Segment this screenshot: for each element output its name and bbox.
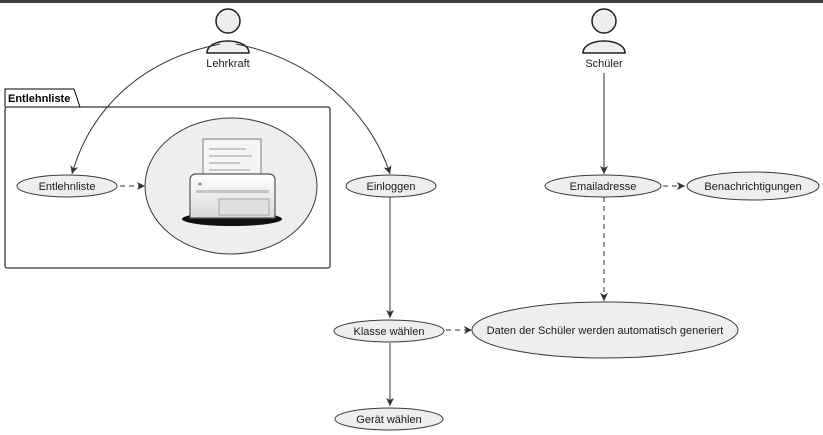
use-case-email[interactable]: Emailadresse: [544, 174, 662, 198]
package-frame: [4, 106, 331, 269]
use-case-notifications[interactable]: Benachrichtigungen: [686, 171, 820, 201]
use-case-email-label: Emailadresse: [570, 181, 637, 193]
edge-teacher-to-login: [235, 43, 392, 175]
actor-teacher[interactable]: Lehrkraft: [206, 8, 250, 70]
use-case-login-label: Einloggen: [367, 181, 416, 193]
actor-teacher-label: Lehrkraft: [206, 58, 249, 70]
use-case-choose-class-label: Klasse wählen: [354, 326, 425, 338]
package-title: Entlehnliste: [8, 93, 70, 105]
package-tab: [4, 88, 81, 108]
user-icon: [582, 8, 626, 54]
use-case-lending-list[interactable]: Entlehnliste: [16, 174, 118, 198]
user-icon: [206, 8, 250, 54]
actor-student-label: Schüler: [585, 58, 623, 70]
use-case-choose-class[interactable]: Klasse wählen: [333, 319, 445, 343]
use-case-choose-device[interactable]: Gerät wählen: [334, 407, 444, 431]
use-case-auto-data[interactable]: Daten der Schüler werden automatisch gen…: [471, 301, 739, 359]
use-case-choose-device-label: Gerät wählen: [356, 414, 421, 426]
use-case-lending-list-label: Entlehnliste: [39, 181, 96, 193]
use-case-auto-data-label: Daten der Schüler werden automatisch gen…: [487, 325, 724, 337]
actor-student[interactable]: Schüler: [582, 8, 626, 70]
use-case-notifications-label: Benachrichtigungen: [704, 181, 801, 193]
use-case-printer[interactable]: [144, 117, 318, 255]
printer-icon: [182, 138, 282, 226]
edge-teacher-to-lending-list: [70, 43, 221, 175]
window-top-border: [0, 0, 823, 3]
use-case-login[interactable]: Einloggen: [345, 174, 437, 198]
package-lending-list[interactable]: Entlehnliste: [4, 88, 331, 269]
